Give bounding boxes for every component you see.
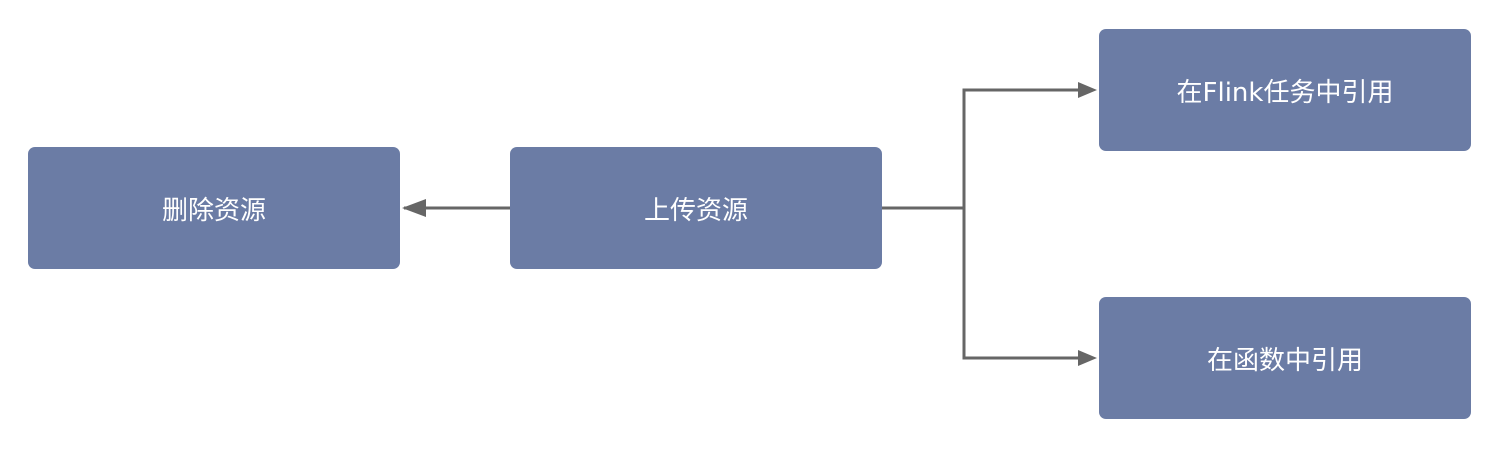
arrowhead-delete xyxy=(402,199,426,217)
node-flink-reference: 在Flink任务中引用 xyxy=(1099,29,1471,151)
node-label: 在Flink任务中引用 xyxy=(1176,77,1394,108)
edge-upload-to-function xyxy=(962,208,1080,360)
arrowhead-flink xyxy=(1078,82,1097,98)
node-upload-resource: 上传资源 xyxy=(510,147,882,269)
arrowhead-function xyxy=(1078,350,1097,366)
node-delete-resource: 删除资源 xyxy=(28,147,400,269)
node-label: 在函数中引用 xyxy=(1206,345,1363,376)
node-function-reference: 在函数中引用 xyxy=(1099,297,1471,419)
node-label: 上传资源 xyxy=(643,195,748,226)
node-label: 删除资源 xyxy=(161,195,266,226)
edge-upload-to-flink xyxy=(882,88,1080,210)
